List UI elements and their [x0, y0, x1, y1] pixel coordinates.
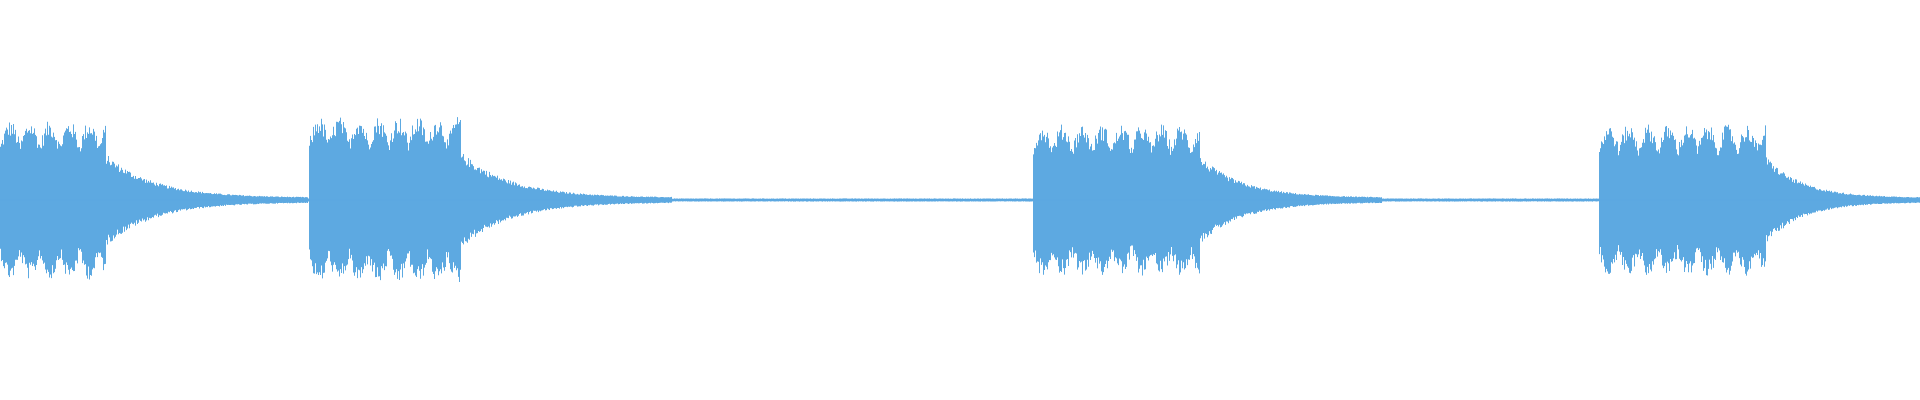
- waveform-svg: [0, 117, 1920, 283]
